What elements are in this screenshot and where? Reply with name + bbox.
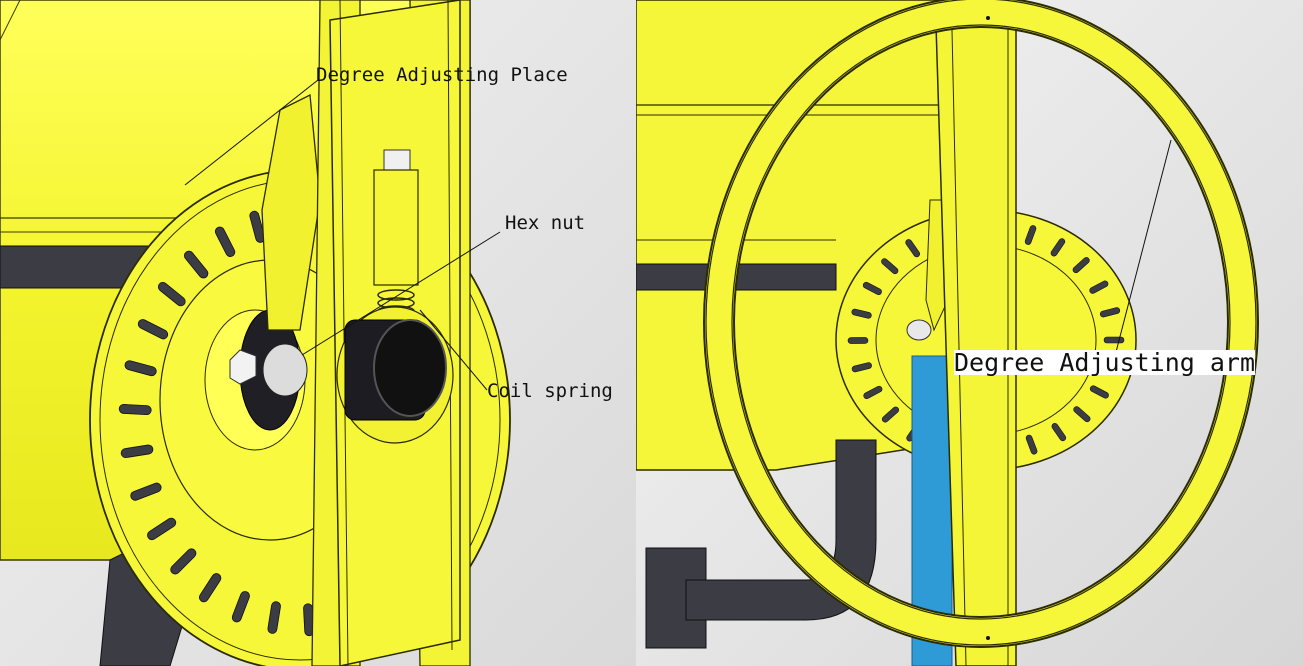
hub-assembly <box>229 309 308 431</box>
disk-slot <box>147 517 177 541</box>
disk-slot <box>214 226 236 257</box>
disk-slot <box>124 360 157 377</box>
label-degree-adjusting-place: Degree Adjusting Place <box>316 64 568 86</box>
disk-slot <box>198 573 222 603</box>
disk-slot <box>862 281 882 295</box>
disk-slot <box>881 258 899 275</box>
right-view-panel: Degree Adjusting arm <box>636 0 1303 666</box>
label-degree-adjusting-arm: Degree Adjusting arm <box>954 348 1256 377</box>
hex-nut <box>262 343 308 397</box>
disk-slot <box>1025 434 1038 455</box>
disk-slot <box>847 337 869 344</box>
left-view-panel: Degree Adjusting Place Hex nut Coil spri… <box>0 0 636 666</box>
disk-slot <box>1072 257 1090 274</box>
disk-slot <box>1024 225 1037 245</box>
label-coil-spring: Coil spring <box>487 380 613 402</box>
hex-nut <box>906 319 932 341</box>
disk-slot <box>1089 385 1109 399</box>
disk-slot <box>1089 280 1109 294</box>
disk-slot <box>249 210 266 243</box>
disk-slot <box>851 308 872 319</box>
spring-plunger <box>336 149 454 444</box>
disk-slot <box>1050 238 1066 257</box>
leader-lines <box>184 79 501 391</box>
disk-slot <box>1099 307 1121 318</box>
disk-slot <box>170 548 197 575</box>
disk-slot <box>851 362 872 373</box>
disk-slot <box>157 281 186 307</box>
disk-slot <box>863 385 883 399</box>
disk-slot <box>231 591 250 623</box>
right-view-drawing <box>636 0 1303 666</box>
disk-slot <box>184 250 209 279</box>
left-view-drawing <box>0 0 636 666</box>
handwheel <box>703 0 1259 648</box>
disk-slot <box>1051 423 1067 442</box>
disk-slot <box>1073 406 1091 423</box>
label-hex-nut: Hex nut <box>505 212 586 234</box>
disk-slot <box>120 444 154 458</box>
disk-slot <box>881 406 899 423</box>
leader-line <box>1115 139 1172 353</box>
disk-slot <box>118 404 152 416</box>
disk-slot <box>130 482 162 501</box>
disk-slot <box>905 239 921 258</box>
adjusting-lever <box>261 93 321 331</box>
disk-slot <box>267 601 281 634</box>
disk-slot <box>1103 336 1125 344</box>
disk-slot <box>137 319 169 340</box>
